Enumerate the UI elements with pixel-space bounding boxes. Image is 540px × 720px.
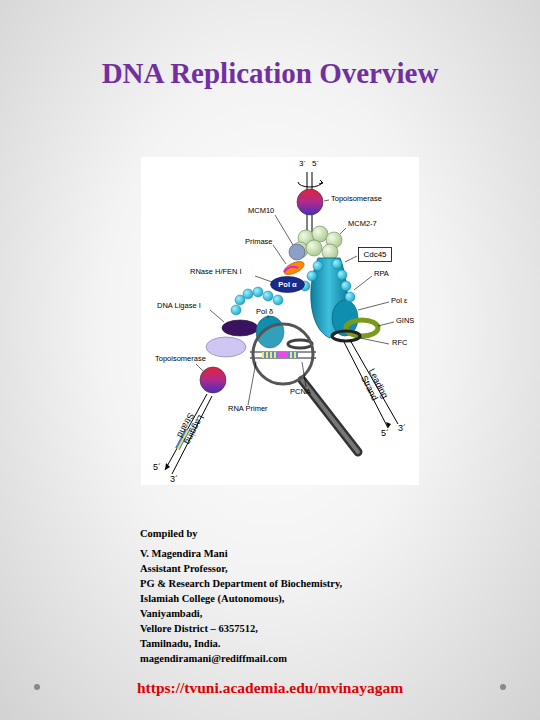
figure-label: RPA (374, 270, 389, 278)
author-credit: Compiled by (140, 528, 197, 540)
primase (282, 259, 306, 277)
pcna-clamp (332, 331, 360, 341)
author-credit: magendiramani@rediffmail.com (140, 653, 287, 665)
fen1 (206, 337, 246, 357)
protein-name: Cdc45 (363, 250, 386, 259)
author-credit: Islamiah College (Autonomous), (140, 593, 284, 605)
figure-label: Topoisomerase (331, 195, 382, 203)
figure-label: Primase (245, 238, 273, 246)
author-credit: Vellore District – 6357512, (140, 623, 258, 635)
figure-panel (141, 157, 419, 485)
protein-box: Cdc45 (358, 247, 392, 262)
figure-label: GINS (396, 317, 414, 325)
figure-label: RNA Primer (228, 405, 268, 413)
mcm10 (289, 244, 305, 260)
figure-label: RFC (392, 339, 407, 347)
protein-ellipse: Pol α (270, 276, 305, 293)
figure-label: 5´ (153, 463, 161, 473)
topoisomerase (297, 189, 323, 215)
topoisomerase (200, 367, 226, 393)
figure-label: 3´ (170, 475, 178, 485)
figure-label: 5´ (312, 160, 319, 169)
parental-dna (298, 172, 323, 232)
slide-title: DNA Replication Overview (0, 58, 540, 90)
figure-label: RNase H/FEN I (190, 268, 242, 276)
author-credit: Vaniyambadi, (140, 608, 202, 620)
figure-label: 3´ (299, 160, 306, 169)
figure-label: Pol δ (256, 308, 273, 316)
url-footer: https://tvuni.academia.edu/mvinayagam (0, 679, 540, 696)
figure-label: PCNA (290, 388, 311, 396)
protein-name: Pol α (278, 280, 296, 289)
figure-label: MCM2-7 (348, 220, 377, 228)
figure-label: DNA Ligase I (157, 302, 201, 310)
author-credit: PG & Research Department of Biochemistry… (140, 578, 342, 590)
dna-ligase (222, 320, 258, 336)
figure-label: 3´ (398, 424, 406, 434)
lagging-strand (165, 394, 212, 474)
gins-ring (346, 320, 378, 336)
figure-label: Topoisomerase (155, 355, 206, 363)
author-credit: Tamilnadu, India. (140, 638, 220, 650)
figure-label: 5´ (381, 429, 389, 439)
author-credit: Assistant Professor, (140, 563, 228, 575)
slide-bullet (34, 684, 40, 690)
figure-label: MCM10 (248, 207, 274, 215)
rpa-beads (231, 259, 355, 315)
author-credit: V. Magendira Mani (140, 548, 228, 560)
slide-bullet (500, 684, 506, 690)
leading-strand (344, 340, 398, 428)
figure-label: Pol ε (391, 297, 407, 305)
